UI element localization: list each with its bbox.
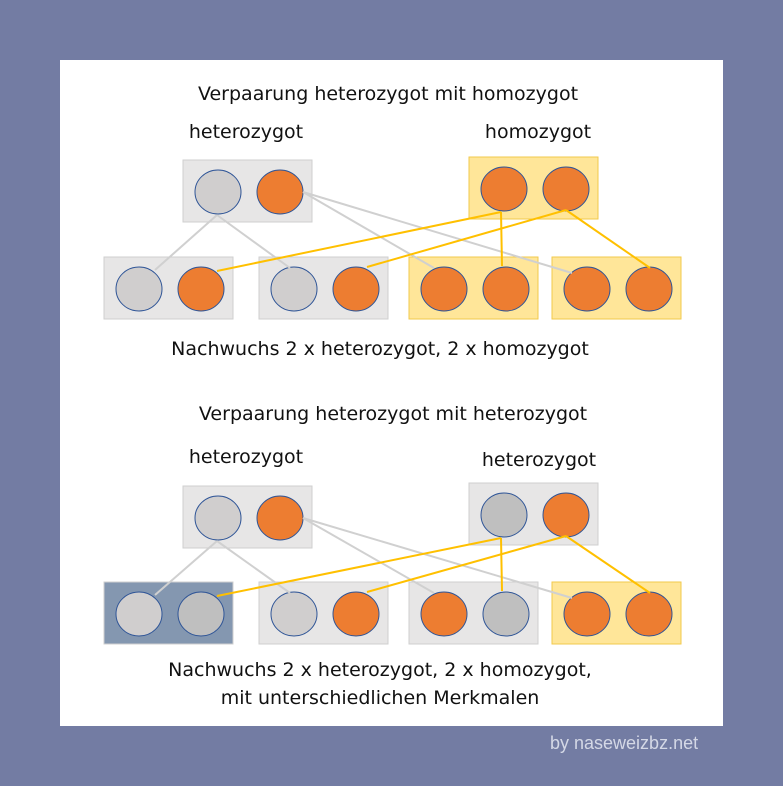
gray-allele-circle xyxy=(177,591,225,637)
diagram-2-caption-line-1: Nachwuchs 2 x heterozygot, 2 x homozygot… xyxy=(168,659,592,681)
orange-allele-circle xyxy=(332,266,380,312)
inheritance-line-yellow xyxy=(500,537,503,592)
inheritance-line-yellow xyxy=(565,209,651,269)
diagram-1-title: Verpaarung heterozygot mit homozygot xyxy=(197,83,579,105)
gray-allele-circle xyxy=(270,266,318,312)
diagram-1-right-parent-label: homozygot xyxy=(484,121,592,143)
orange-allele-circle xyxy=(542,166,590,212)
gray-allele-circle xyxy=(194,169,242,215)
diagram-2-right-parent-label: heterozygot xyxy=(481,449,597,471)
gray-allele-circle xyxy=(270,591,318,637)
gray-allele-circle xyxy=(115,266,163,312)
orange-allele-circle xyxy=(332,591,380,637)
inheritance-line-gray xyxy=(302,517,573,599)
inheritance-line-yellow xyxy=(216,211,502,272)
diagram-2-caption-line-2: mit unterschiedlichen Merkmalen xyxy=(220,687,540,709)
orange-allele-circle xyxy=(177,266,225,312)
inheritance-line-gray xyxy=(154,214,218,271)
inheritance-line-yellow xyxy=(565,535,651,594)
orange-allele-circle xyxy=(482,266,530,312)
diagram-1-left-parent-label: heterozygot xyxy=(188,121,304,143)
inheritance-line-gray xyxy=(154,540,218,596)
inheritance-line-yellow xyxy=(366,535,567,593)
orange-allele-circle xyxy=(480,166,528,212)
inheritance-line-yellow xyxy=(366,209,567,268)
inheritance-line-gray xyxy=(302,191,573,274)
inheritance-line-yellow xyxy=(500,211,503,267)
gray-allele-circle xyxy=(480,492,528,538)
gray-allele-circle xyxy=(482,591,530,637)
diagram-2-graphics xyxy=(103,482,682,645)
inheritance-line-gray xyxy=(302,191,435,269)
orange-allele-circle xyxy=(420,266,468,312)
orange-allele-circle xyxy=(563,591,611,637)
diagram-2-left-parent-label: heterozygot xyxy=(188,446,304,468)
gray-allele-circle xyxy=(194,495,242,541)
orange-allele-circle xyxy=(256,495,304,541)
gray-allele-circle xyxy=(115,591,163,637)
diagram-2-title: Verpaarung heterozygot mit heterozygot xyxy=(198,403,588,425)
orange-allele-circle xyxy=(625,591,673,637)
watermark: by naseweizbz.net xyxy=(550,733,699,753)
orange-allele-circle xyxy=(256,169,304,215)
orange-allele-circle xyxy=(420,591,468,637)
inheritance-line-gray xyxy=(302,517,435,594)
orange-allele-circle xyxy=(563,266,611,312)
diagram-1-caption: Nachwuchs 2 x heterozygot, 2 x homozygot xyxy=(171,338,589,360)
diagram-1-graphics xyxy=(103,156,682,320)
orange-allele-circle xyxy=(625,266,673,312)
orange-allele-circle xyxy=(542,492,590,538)
inheritance-line-yellow xyxy=(216,537,502,597)
